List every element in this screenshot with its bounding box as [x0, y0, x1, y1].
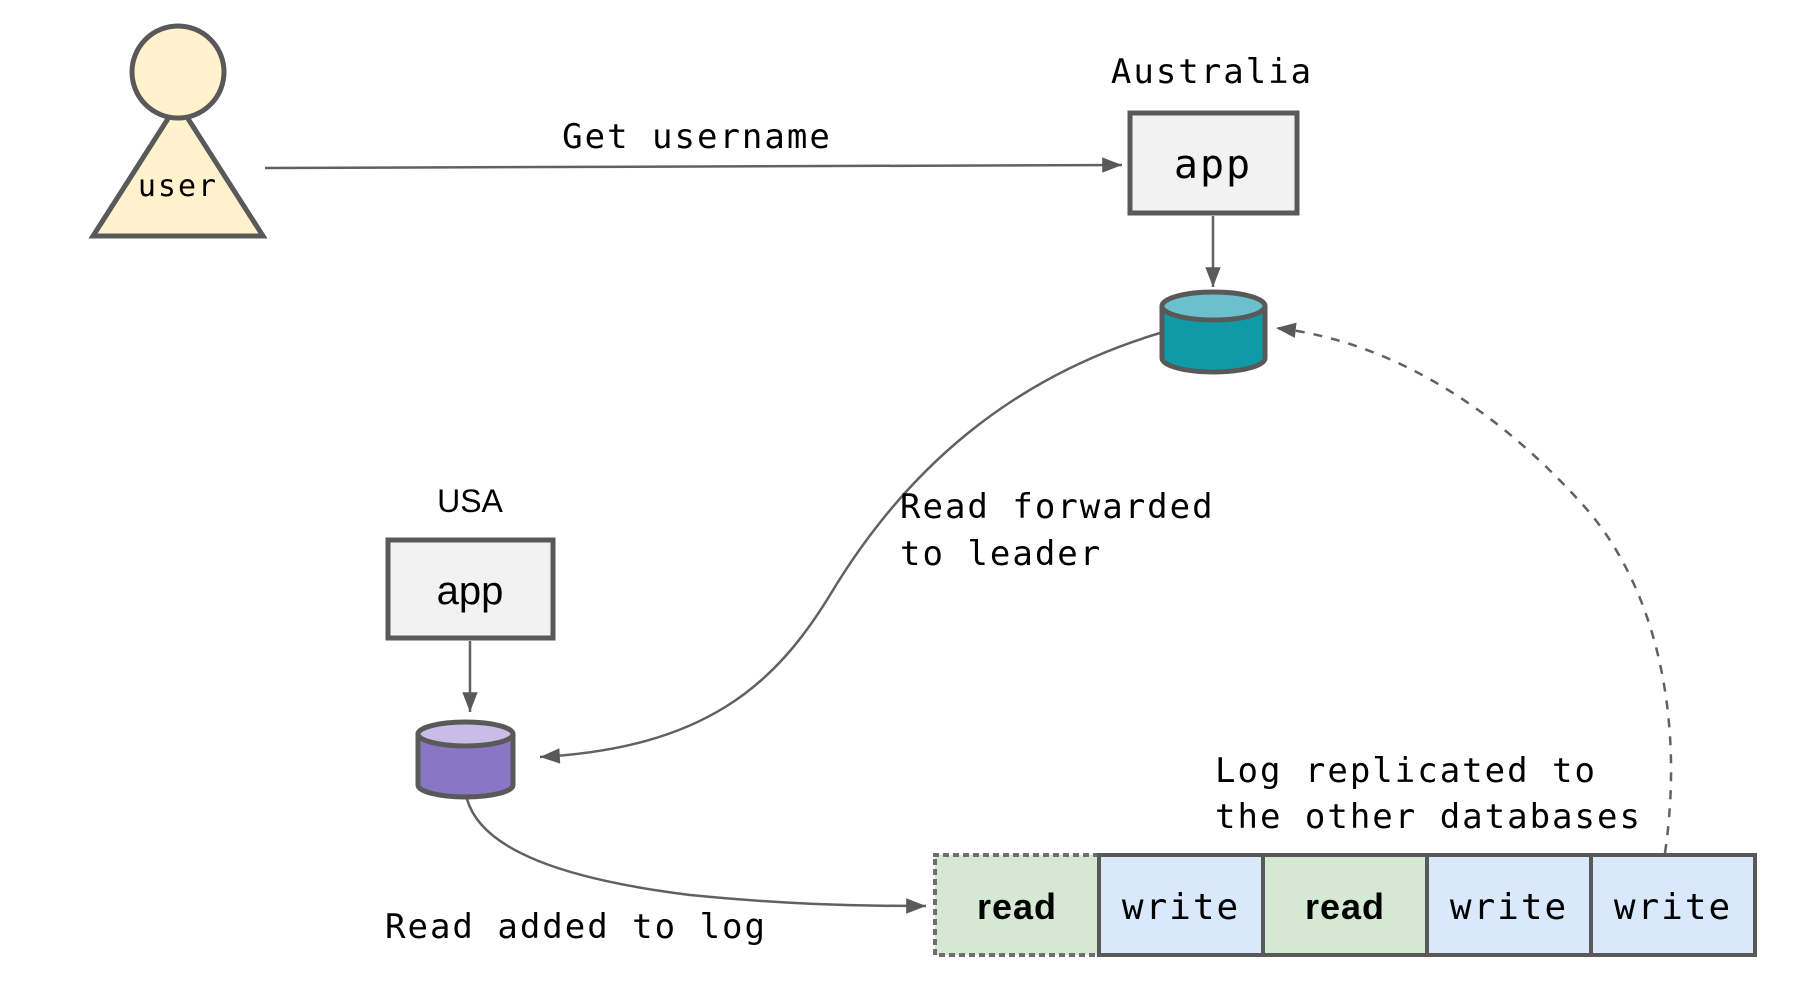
region-label-australia: Australia — [1111, 52, 1313, 92]
log-cell-box-3 — [1261, 853, 1429, 957]
log-cell-label-4: write — [1450, 887, 1568, 928]
read-added-arrow — [465, 798, 927, 914]
log-cell-label-5: write — [1614, 887, 1732, 928]
read-added-label: Read added to log — [385, 907, 767, 947]
log-cell-box-1 — [933, 853, 1101, 957]
log-cell-box-5 — [1589, 853, 1757, 957]
log-replication-edge: Log replicated to the other databases — [1215, 322, 1673, 854]
read-forwarded-label-line2: to leader — [900, 534, 1102, 574]
app-box-australia — [1127, 110, 1300, 216]
db-australia-top — [1159, 289, 1268, 323]
app-label-usa: app — [437, 569, 504, 613]
log-replication-arrow — [1275, 322, 1673, 854]
db-australia-body — [1159, 303, 1268, 375]
get-username-edge: Get username — [264, 117, 1123, 173]
db-usa-top — [415, 719, 516, 749]
get-username-arrow — [264, 157, 1123, 173]
app-box-usa — [385, 537, 556, 641]
region-label-usa: USA — [437, 483, 503, 519]
db-usa-body — [415, 731, 516, 800]
log-cell: read — [933, 853, 1101, 957]
region-usa: USA app — [385, 483, 556, 800]
log-cell-label-3: read — [1305, 886, 1385, 927]
read-forwarded-edge: Read forwarded to leader — [539, 331, 1215, 764]
db-australia — [1159, 289, 1268, 375]
get-username-label: Get username — [562, 117, 832, 157]
app-label-australia: app — [1174, 142, 1252, 188]
log-replicated-label-line1: Log replicated to — [1215, 751, 1597, 791]
log-cell-box-2 — [1097, 853, 1265, 957]
log-cell-label-1: read — [977, 886, 1057, 927]
replication-log: read write read write write — [933, 853, 1757, 957]
log-replicated-label-line2: the other databases — [1215, 797, 1642, 837]
read-added-edge: Read added to log — [385, 798, 927, 947]
log-cell: write — [1097, 853, 1265, 957]
read-forwarded-arrow — [539, 331, 1161, 764]
read-forwarded-label-line1: Read forwarded — [900, 487, 1215, 527]
log-cell: read — [1261, 853, 1429, 957]
actor-user: user — [88, 23, 268, 239]
region-australia: Australia app — [1111, 52, 1313, 375]
actor-body — [88, 98, 268, 239]
db-usa — [415, 719, 516, 800]
log-cell-label-2: write — [1122, 887, 1240, 928]
actor-user-label: user — [138, 169, 218, 204]
log-cell: write — [1589, 853, 1757, 957]
log-cell: write — [1425, 853, 1593, 957]
log-cell-box-4 — [1425, 853, 1593, 957]
actor-head — [129, 23, 227, 121]
